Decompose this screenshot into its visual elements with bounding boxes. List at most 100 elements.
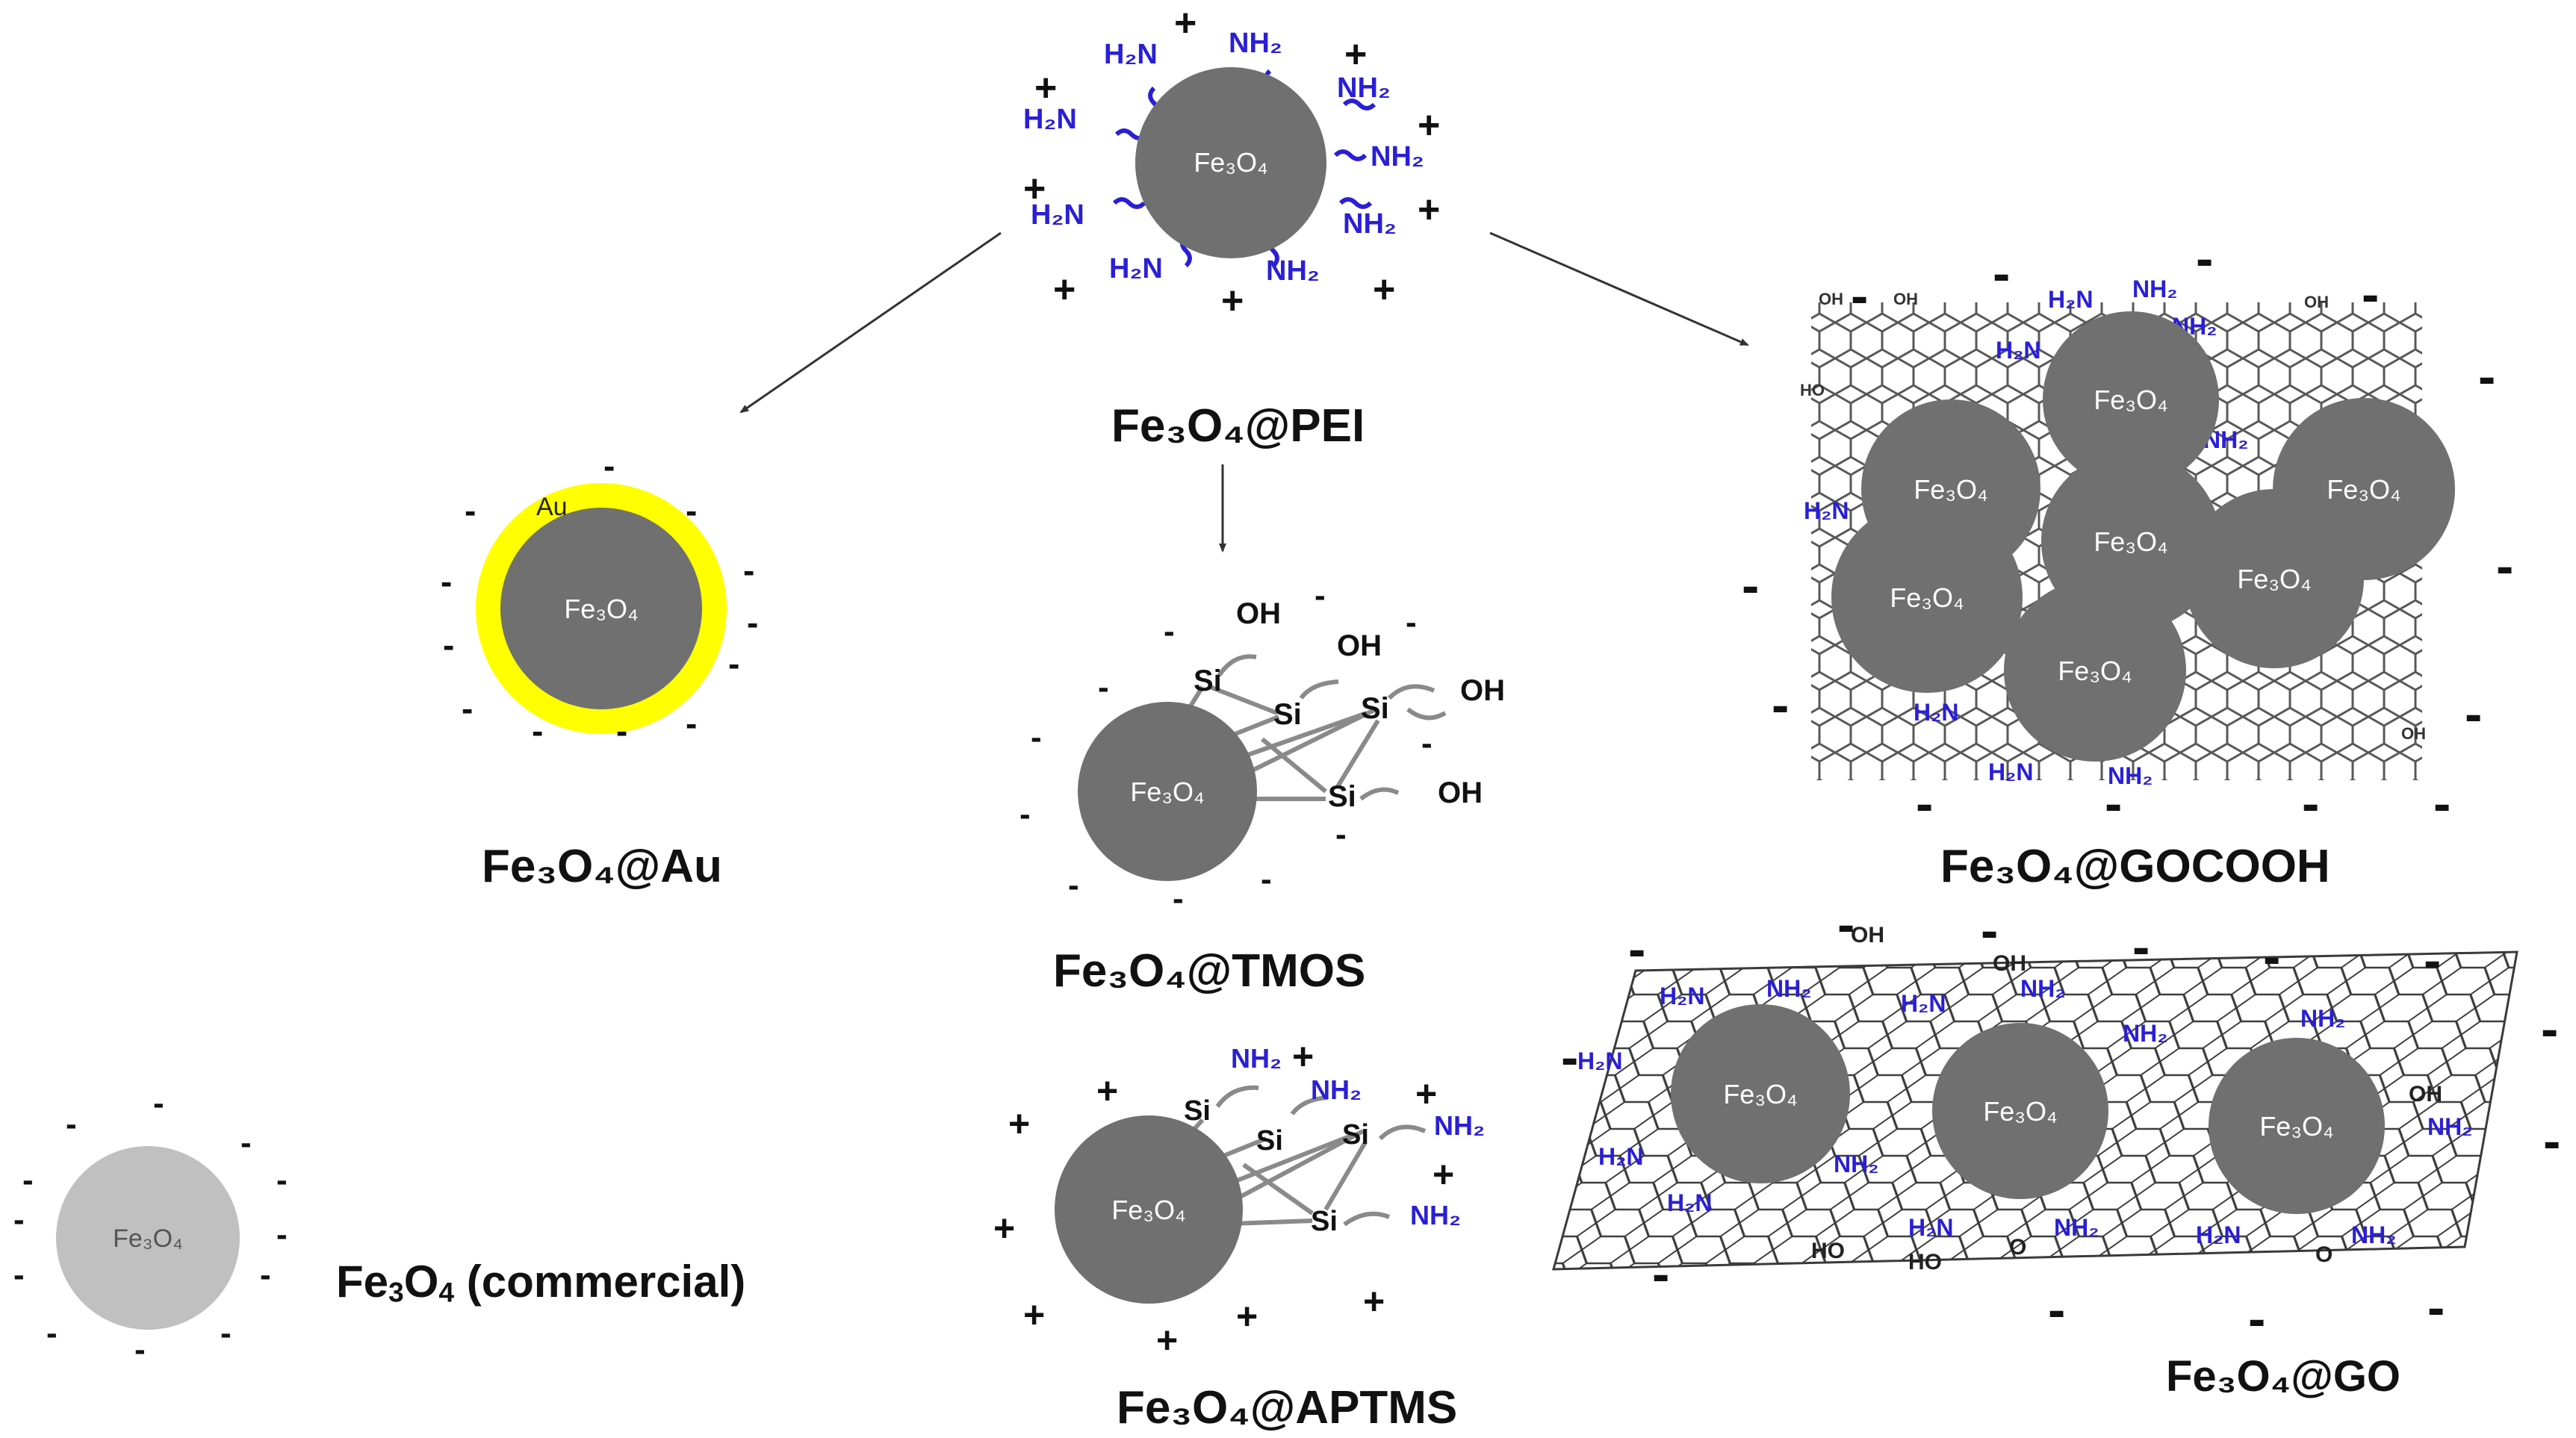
oh-label: OH — [1337, 629, 1382, 662]
charge-minus: - — [2248, 1289, 2265, 1348]
amine-label: NH₂ — [1343, 208, 1397, 240]
si-label: Si — [1361, 692, 1389, 725]
core-circle — [56, 1146, 240, 1330]
core-circle — [500, 508, 702, 709]
charge-minus: - — [465, 491, 476, 530]
charge-minus: - — [1993, 244, 2010, 302]
charge-minus: - — [443, 626, 454, 664]
amine-label: H₂N — [2196, 1221, 2241, 1248]
amine-label: NH₂ — [2300, 1005, 2345, 1032]
charge-minus: - — [1421, 725, 1433, 762]
tmos-particle: Fe₃O₄ Si Si Si Si OH OH OH OH - - - - - … — [1019, 577, 1505, 917]
core-circle — [1135, 67, 1326, 258]
charge-plus: + — [1344, 33, 1367, 76]
si-label: Si — [1342, 1119, 1369, 1151]
label-fe3o4-aptms: Fe₃O₄@APTMS — [1117, 1382, 1458, 1434]
charge-minus: - — [462, 689, 473, 728]
amine-label: NH₂ — [2108, 762, 2153, 789]
amine-label: NH₂ — [2054, 1214, 2099, 1241]
o-label: O — [2315, 1242, 2333, 1267]
charge-minus: - — [1068, 867, 1079, 903]
arrow-to-au — [739, 231, 1002, 414]
amine-label: H₂N — [2048, 286, 2093, 313]
amine-label: H₂N — [1104, 39, 1158, 70]
charge-minus: - — [1981, 901, 1998, 959]
charge-plus: + — [1023, 1294, 1045, 1336]
charge-minus: - — [2541, 1000, 2558, 1058]
amine-label: NH₂ — [1337, 72, 1391, 104]
core-label: Fe₃O₄ — [2094, 526, 2167, 557]
amine-label: H₂N — [1660, 983, 1704, 1009]
label-fe3o4-gocooh: Fe₃O₄@GOCOOH — [1940, 841, 2330, 892]
charge-minus: - — [153, 1085, 164, 1121]
charge-minus: - — [260, 1257, 271, 1293]
core-circle — [1055, 1115, 1243, 1304]
label-fe3o4-tmos: Fe₃O₄@TMOS — [1053, 945, 1366, 997]
core-label: Fe₃O₄ — [1111, 1195, 1185, 1225]
charge-minus: - — [240, 1124, 252, 1161]
charge-plus: + — [1418, 104, 1440, 147]
core-circle — [2185, 489, 2364, 668]
amine-label: H₂N — [1667, 1189, 1712, 1216]
charge-minus: - — [2362, 265, 2379, 323]
charge-minus: - — [1164, 613, 1175, 650]
amine-label: H₂N — [1908, 1214, 1953, 1241]
oh-label: OH — [1819, 290, 1843, 308]
charge-minus: - — [46, 1315, 58, 1351]
amine-label: NH₂ — [1371, 141, 1424, 172]
core-circle — [1671, 1004, 1850, 1183]
o-label: O — [2009, 1235, 2026, 1260]
gocooh-composite: H₂N NH₂ NH₂ H₂N NH₂ H₂N H₂N H₂N NH₂ OH O… — [1742, 229, 2513, 832]
charge-minus: - — [66, 1106, 77, 1142]
amine-label: H₂N — [1914, 699, 1958, 726]
core-circle — [2209, 1038, 2385, 1214]
si-label: Si — [1328, 780, 1356, 813]
amine-label: NH₂ — [1834, 1151, 1878, 1177]
amine-label: H₂N — [1109, 253, 1163, 284]
amine-label: NH₂ — [1434, 1110, 1485, 1141]
oh-label: OH — [2401, 724, 2426, 743]
si-label: Si — [1311, 1206, 1338, 1237]
charge-minus: - — [441, 562, 452, 601]
core-label: Fe₃O₄ — [2259, 1111, 2333, 1142]
charge-plus: + — [1053, 268, 1076, 311]
amine-label: NH₂ — [1229, 28, 1282, 59]
charge-minus: - — [686, 704, 697, 743]
amine-label: NH₂ — [1766, 975, 1811, 1002]
charge-minus: - — [2496, 537, 2513, 595]
charge-plus: + — [1292, 1036, 1314, 1077]
charge-plus: + — [1023, 167, 1046, 211]
oh-label: OH — [1851, 923, 1884, 947]
oh-label: OH — [1893, 290, 1918, 308]
amine-label: NH₂ — [2020, 975, 2065, 1002]
charge-minus: - — [13, 1201, 25, 1238]
core-circle — [2043, 311, 2219, 488]
oh-label: OH — [2304, 293, 2329, 311]
amine-label: NH₂ — [1266, 255, 1320, 287]
core-label: Fe₃O₄ — [2327, 474, 2400, 505]
charge-minus: - — [1851, 267, 1868, 325]
charge-plus: + — [1034, 66, 1057, 110]
aptms-particle: Fe₃O₄ Si Si Si Si NH₂ NH₂ NH₂ NH₂ + + + … — [993, 1036, 1485, 1361]
core-circle — [1078, 702, 1257, 881]
amine-label: H₂N — [1577, 1048, 1622, 1074]
core-circle — [1932, 1023, 2108, 1199]
ho-label: HO — [1908, 1250, 1942, 1274]
nanoparticle-cluster: Fe₃O₄ Fe₃O₄ Fe₃O₄ Fe₃O₄ Fe₃O₄ Fe₃O₄ Fe₃O… — [1831, 311, 2455, 762]
core-label: Fe₃O₄ — [2094, 385, 2167, 415]
oh-label: OH — [1438, 776, 1483, 809]
label-fe3o4-pei: Fe₃O₄@PEI — [1111, 400, 1365, 452]
charge-minus: - — [1406, 604, 1417, 641]
charge-minus: - — [2263, 927, 2280, 986]
charge-minus: - — [743, 551, 754, 590]
ho-label: HO — [1800, 381, 1825, 399]
amine-label: NH₂ — [2351, 1221, 2396, 1248]
si-label: Si — [1273, 698, 1302, 731]
oh-label: OH — [2409, 1082, 2442, 1106]
charge-plus: + — [1008, 1103, 1030, 1145]
charge-minus: - — [1019, 796, 1031, 832]
charge-minus: - — [1561, 1028, 1578, 1086]
charge-plus: + — [1156, 1319, 1178, 1361]
charge-minus: - — [1628, 920, 1645, 978]
